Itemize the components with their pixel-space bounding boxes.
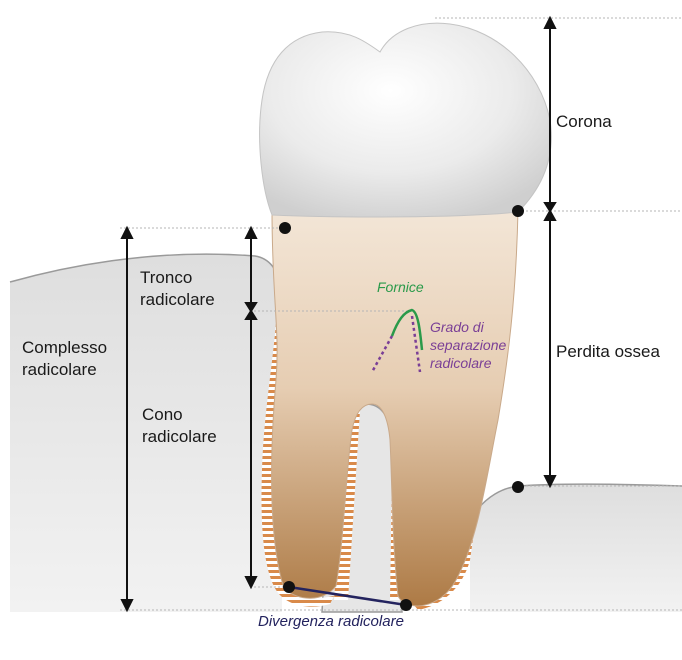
label-fornice: Fornice [377, 279, 424, 296]
label-perdita-ossea: Perdita ossea [556, 342, 660, 362]
label-grado-line2: separazione [430, 337, 506, 354]
dot-apex-right [400, 599, 412, 611]
arrow-tronco-top [246, 228, 256, 238]
tooth-crown [260, 23, 552, 217]
dot-bone-crest [512, 481, 524, 493]
label-complesso-line2: radicolare [22, 360, 97, 380]
dot-cej-left [279, 222, 291, 234]
arrow-perdita-top [545, 211, 555, 220]
label-grado-line1: Grado di [430, 319, 484, 336]
label-corona: Corona [556, 112, 612, 132]
dot-cej-right [512, 205, 524, 217]
label-tronco-line2: radicolare [140, 290, 215, 310]
label-complesso-line1: Complesso [22, 338, 107, 358]
arrow-corona-top [545, 18, 555, 28]
label-tronco-line1: Tronco [140, 268, 192, 288]
bone-right [470, 484, 682, 612]
arrow-complesso-top [122, 228, 132, 238]
dot-apex-left [283, 581, 295, 593]
label-cono-line1: Cono [142, 405, 183, 425]
label-divergenza: Divergenza radicolare [258, 612, 404, 632]
label-cono-line2: radicolare [142, 427, 217, 447]
label-grado-line3: radicolare [430, 355, 491, 372]
